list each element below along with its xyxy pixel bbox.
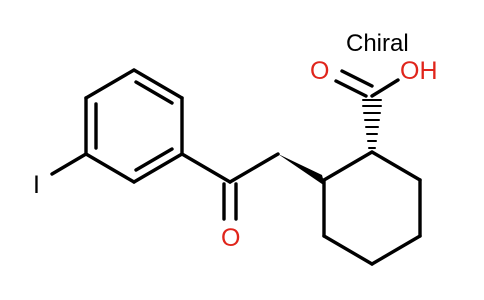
chiral-label: Chiral bbox=[346, 30, 409, 57]
aromatic-inner-bond bbox=[134, 80, 174, 105]
acid-carbonyl-oxygen-label: O bbox=[310, 57, 329, 85]
aryl-carbonyl-bond bbox=[180, 152, 232, 184]
carbonyl-methylene-bond bbox=[228, 152, 280, 184]
acid-double-bond bbox=[334, 79, 368, 98]
aromatic-inner-bond bbox=[134, 147, 174, 172]
ring-bond bbox=[84, 152, 136, 184]
ring-bond bbox=[132, 152, 184, 184]
ketone-oxygen-label: O bbox=[221, 224, 240, 252]
ring-bond bbox=[370, 150, 422, 182]
ring-bond bbox=[322, 234, 374, 266]
carbon-iodine-bond bbox=[50, 152, 88, 176]
cyclohexane-ring bbox=[322, 150, 422, 266]
ring-bond bbox=[132, 68, 184, 100]
iodophenyl-ring bbox=[84, 68, 184, 184]
stereo-wedge-bond bbox=[278, 154, 325, 186]
stereo-hash-bond bbox=[362, 99, 382, 149]
ring-bond bbox=[322, 150, 374, 182]
iodine-atom-label: I bbox=[33, 171, 40, 199]
acid-hydroxyl-label: OH bbox=[400, 57, 438, 85]
acid-hydroxyl-bond bbox=[370, 78, 400, 98]
ring-bond bbox=[370, 234, 422, 266]
acid-double-bond bbox=[340, 69, 374, 88]
ring-bond bbox=[84, 68, 136, 100]
